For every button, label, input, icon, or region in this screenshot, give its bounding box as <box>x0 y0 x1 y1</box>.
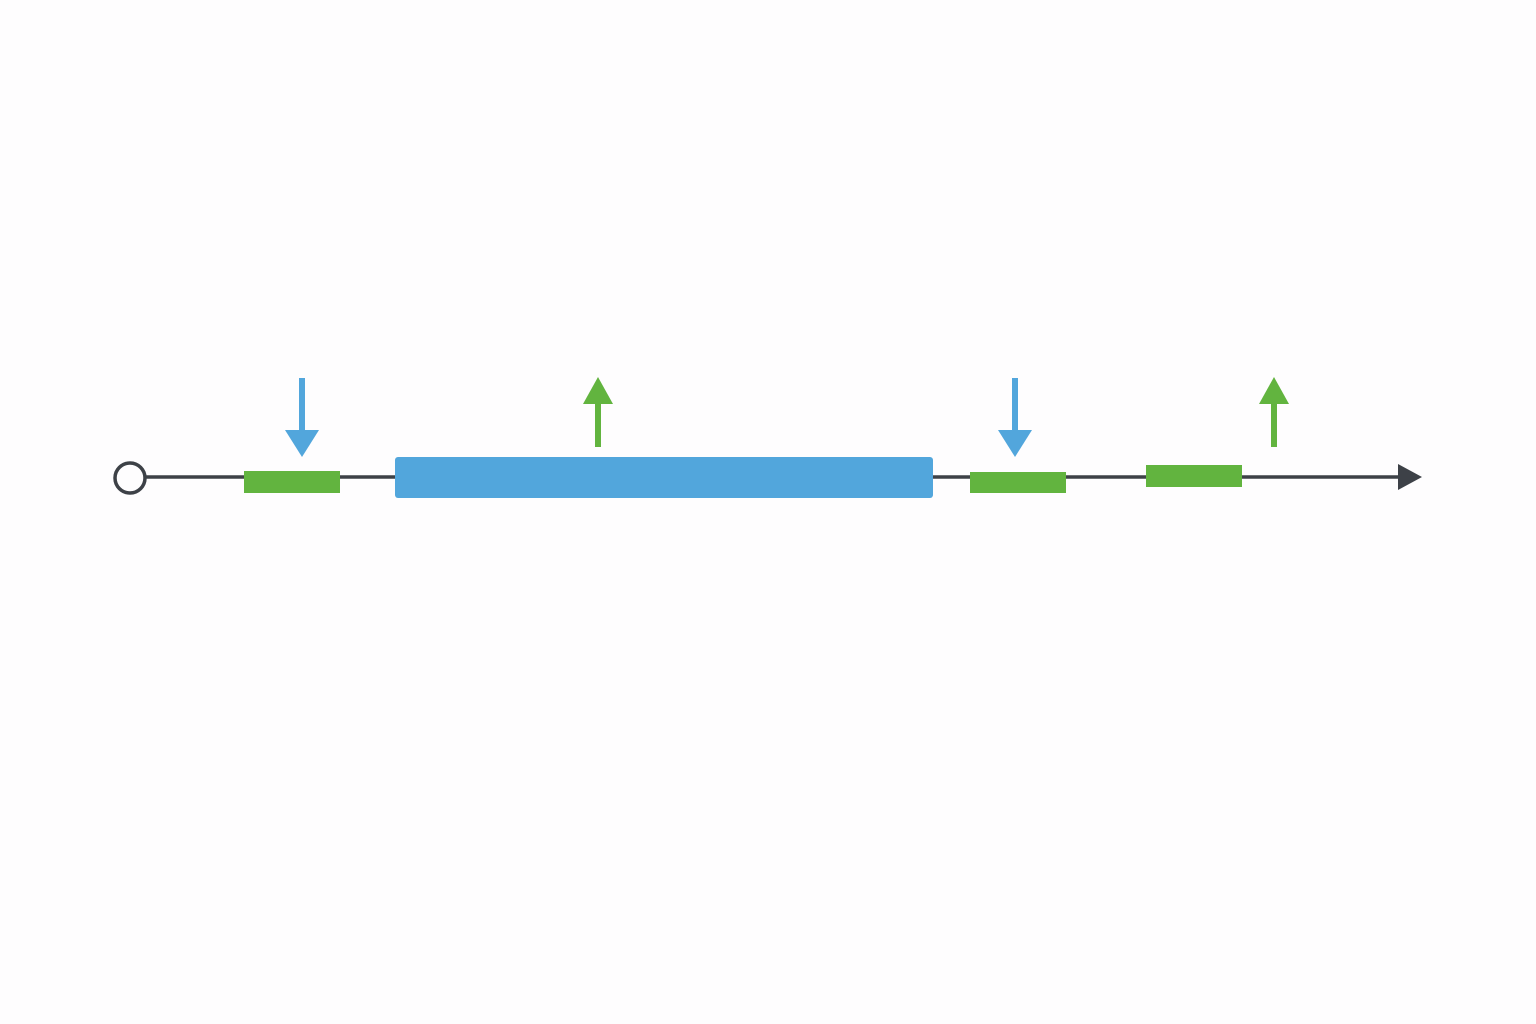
timeline-end-arrowhead <box>1398 464 1422 490</box>
timeline-start-marker <box>113 461 147 495</box>
arrow-2-up-icon <box>583 377 613 447</box>
segment-2 <box>395 457 933 498</box>
arrow-4-up-icon <box>1259 377 1289 447</box>
arrow-3-down-icon <box>998 378 1032 457</box>
segment-4 <box>1146 465 1242 487</box>
segment-1 <box>244 471 340 493</box>
segment-3 <box>970 472 1066 493</box>
arrow-1-down-icon <box>285 378 319 457</box>
